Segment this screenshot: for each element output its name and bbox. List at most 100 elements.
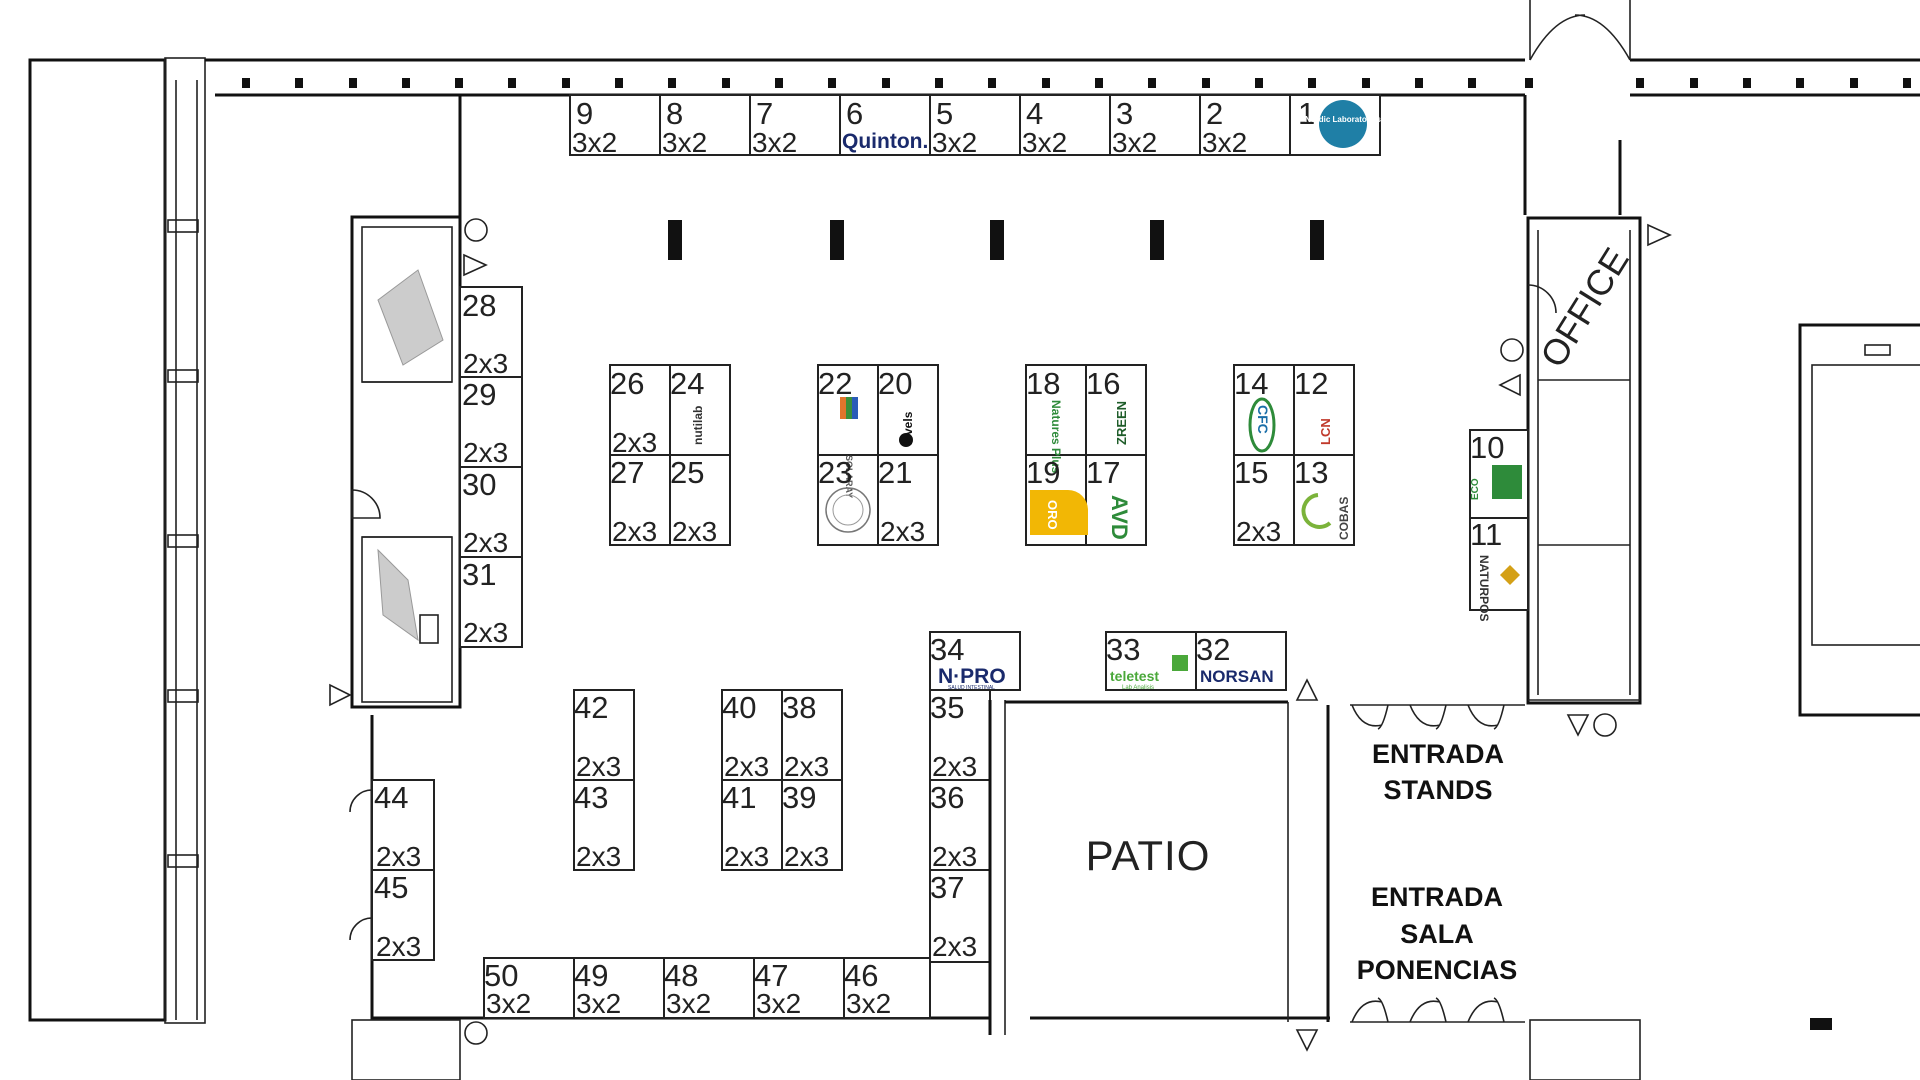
svg-text:24: 24 (670, 366, 704, 401)
svg-text:36: 36 (930, 780, 964, 815)
wall-markers (242, 78, 1911, 88)
svg-text:34: 34 (930, 632, 964, 667)
svg-text:25: 25 (670, 455, 704, 490)
svg-text:2x3: 2x3 (932, 751, 977, 782)
svg-text:2x3: 2x3 (376, 931, 421, 962)
svg-text:3x2: 3x2 (662, 127, 707, 158)
svg-text:2x3: 2x3 (576, 841, 621, 872)
svg-text:5: 5 (936, 96, 953, 131)
svg-text:3x2: 3x2 (572, 127, 617, 158)
stand-18: 18 Natures Plus (1026, 366, 1063, 474)
entrance-sala-ponencias: ENTRADA SALA PONENCIAS (1350, 882, 1525, 1023)
entrance-stands: ENTRADA STANDS (1350, 704, 1525, 805)
entrada-sala-line2: SALA (1400, 919, 1474, 949)
island-16-19: 18 Natures Plus 16 ZREEN 19 ORO 17 AVD (1025, 364, 1147, 546)
svg-text:49: 49 (574, 958, 608, 993)
stand-19: 19 ORO (1026, 455, 1088, 535)
svg-text:14: 14 (1234, 366, 1268, 401)
svg-text:2x3: 2x3 (784, 751, 829, 782)
svg-text:3x2: 3x2 (1112, 127, 1157, 158)
svg-text:18: 18 (1026, 366, 1060, 401)
svg-text:31: 31 (462, 557, 496, 592)
stand-29: 29 2x3 (462, 377, 508, 468)
svg-text:2: 2 (1206, 96, 1223, 131)
svg-text:2x3: 2x3 (784, 841, 829, 872)
patio-area: PATIO (988, 678, 1330, 1052)
svg-text:44: 44 (374, 780, 408, 815)
lcn-logo: LCN (1318, 418, 1333, 445)
svg-text:2x3: 2x3 (672, 516, 717, 547)
svg-text:17: 17 (1086, 455, 1120, 490)
levels-logo: levels (901, 411, 915, 445)
svg-text:6: 6 (846, 96, 863, 131)
stand-33: 33 teletest Lab Analisis (1106, 632, 1188, 691)
entrada-sala-line3: PONENCIAS (1357, 955, 1518, 985)
svg-text:3x2: 3x2 (752, 127, 797, 158)
npro-logo: N·PRO (938, 665, 1006, 688)
eco-logo-icon (1492, 465, 1522, 499)
svg-text:2x3: 2x3 (463, 437, 508, 468)
entrada-sala-line1: ENTRADA (1371, 882, 1503, 912)
zreen-logo: ZREEN (1114, 401, 1129, 445)
svg-text:29: 29 (462, 377, 496, 412)
svg-text:40: 40 (722, 690, 756, 725)
svg-text:CFC: CFC (1255, 405, 1271, 434)
svg-text:39: 39 (782, 780, 816, 815)
stand-24: 24 nutilab (670, 366, 705, 445)
svg-text:35: 35 (930, 690, 964, 725)
svg-text:3x2: 3x2 (486, 988, 531, 1019)
svg-text:4: 4 (1026, 96, 1043, 131)
stands-32-34: 34 N·PRO SALUD INTESTINAL 33 teletest La… (929, 631, 1287, 691)
stand-17: 17 AVD (1086, 455, 1132, 540)
svg-text:22: 22 (818, 366, 852, 401)
stand-10: 10 ECO (1470, 430, 1522, 500)
svg-text:2x3: 2x3 (932, 931, 977, 962)
svg-text:2x3: 2x3 (1236, 516, 1281, 547)
svg-text:42: 42 (574, 690, 608, 725)
svg-text:50: 50 (484, 958, 518, 993)
svg-text:2x3: 2x3 (612, 516, 657, 547)
entrada-stands-line2: STANDS (1383, 775, 1492, 805)
nutilab-logo: nutilab (691, 406, 705, 445)
svg-text:46: 46 (844, 958, 878, 993)
svg-text:38: 38 (782, 690, 816, 725)
svg-text:45: 45 (374, 870, 408, 905)
svg-text:19: 19 (1026, 455, 1060, 490)
svg-text:33: 33 (1106, 632, 1140, 667)
naturpos-logo: NATURPOS (1477, 555, 1491, 621)
norsan-logo: NORSAN (1200, 667, 1274, 686)
avd-logo: AVD (1107, 495, 1132, 540)
entrada-stands-line1: ENTRADA (1372, 739, 1504, 769)
stand-14: 14 CFC (1234, 366, 1276, 453)
stand-32: 32 NORSAN (1196, 632, 1274, 686)
svg-text:3x2: 3x2 (1202, 127, 1247, 158)
stand-38: 38 2x3 (782, 690, 829, 782)
svg-text:3x2: 3x2 (756, 988, 801, 1019)
stand-39: 39 2x3 (782, 780, 829, 872)
svg-text:3: 3 (1116, 96, 1133, 131)
svg-text:10: 10 (1470, 430, 1504, 465)
svg-text:7: 7 (756, 96, 773, 131)
svg-text:28: 28 (462, 288, 496, 323)
svg-text:16: 16 (1086, 366, 1120, 401)
